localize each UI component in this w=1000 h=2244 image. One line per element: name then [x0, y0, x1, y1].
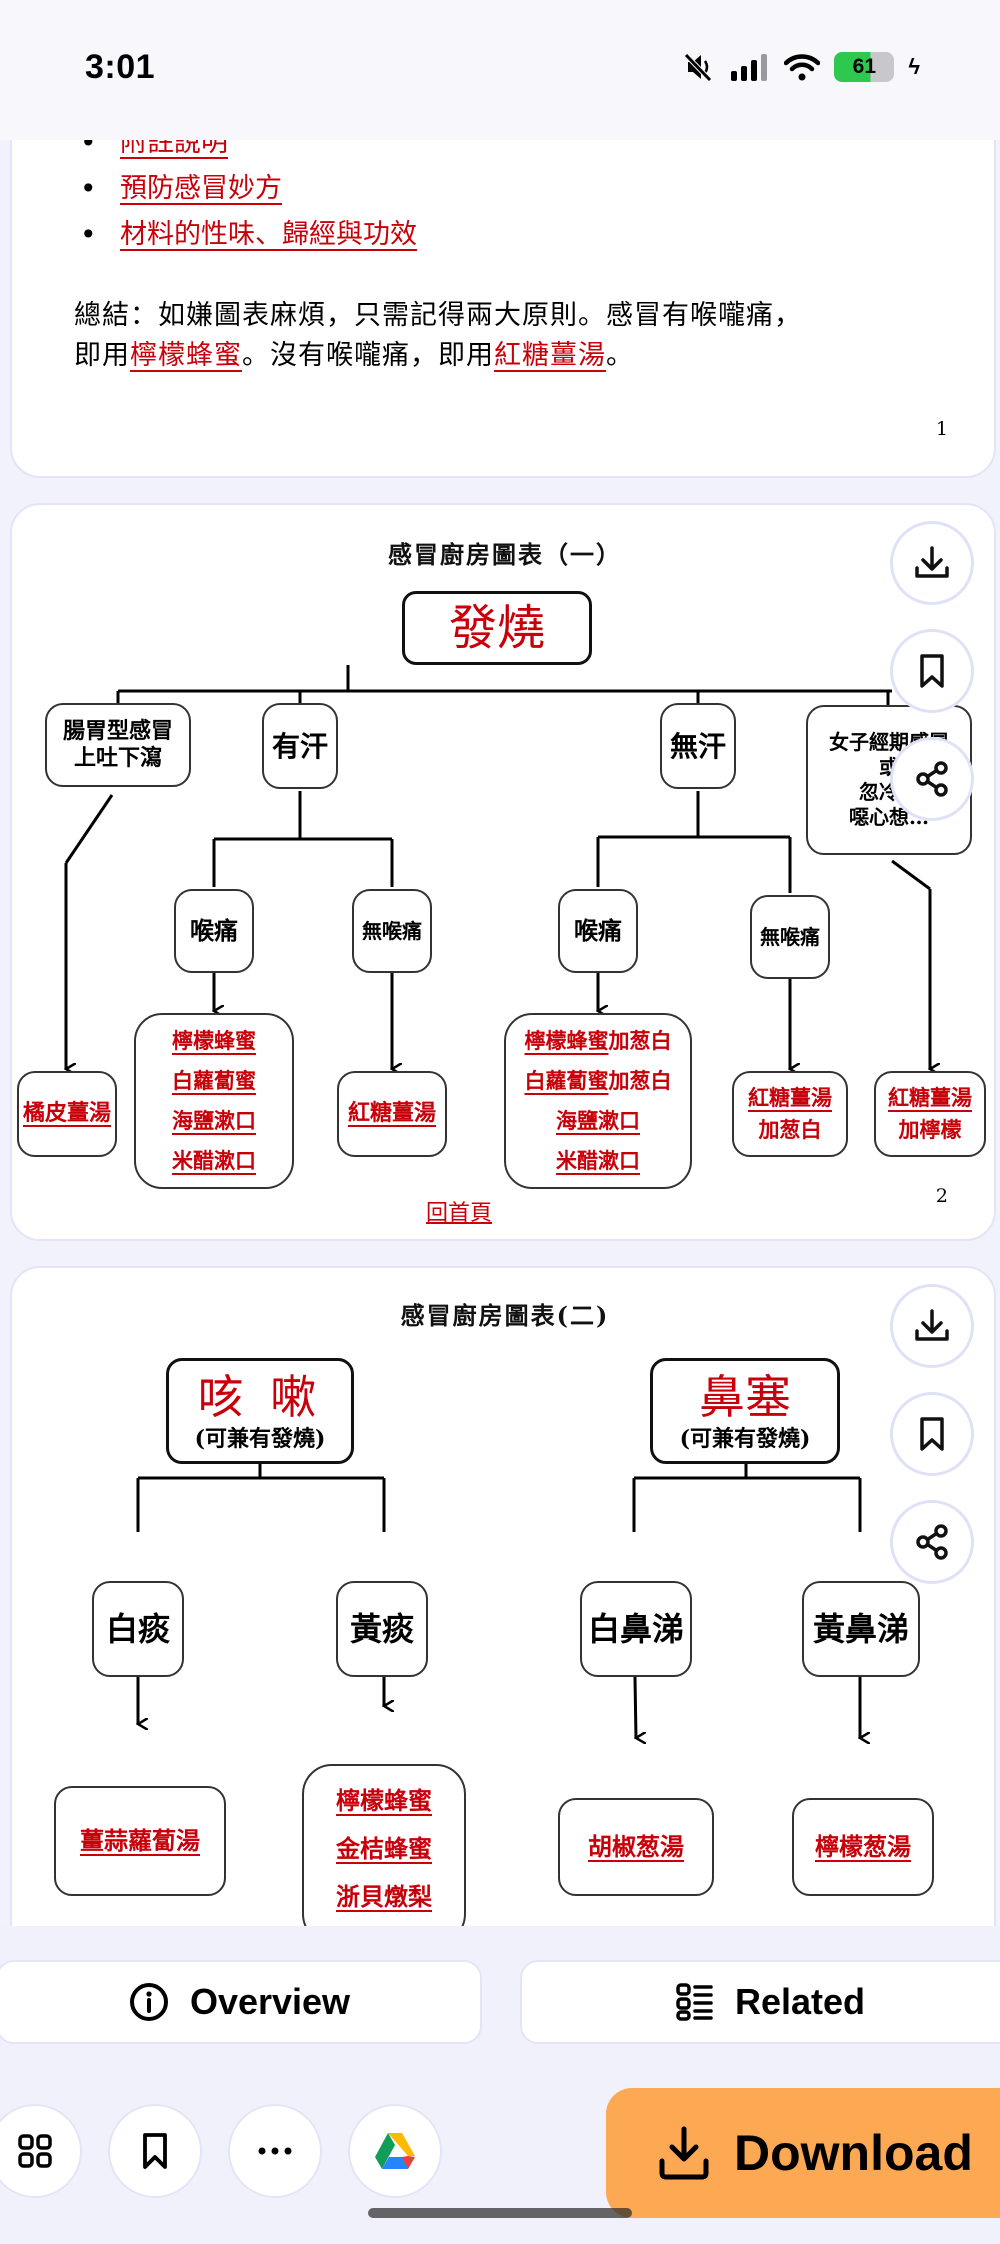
share-icon	[916, 1524, 948, 1560]
node-fever: 發燒	[402, 591, 592, 665]
summary-link-lemon-honey[interactable]: 檸檬蜂蜜	[130, 340, 242, 371]
remedy-link[interactable]: 海鹽漱口	[556, 1108, 640, 1133]
node-sore-throat: 喉痛	[174, 889, 254, 973]
signal-icon	[731, 54, 768, 81]
node-yellow-mucus: 黃鼻涕	[802, 1581, 920, 1677]
home-indicator	[368, 2208, 632, 2218]
page-share-button[interactable]	[890, 737, 974, 821]
remedy-box: 橘皮薑湯	[17, 1071, 117, 1157]
remedy-link[interactable]: 檸檬蜂蜜	[172, 1027, 256, 1053]
remedy-link[interactable]: 浙貝燉梨	[336, 1882, 432, 1911]
google-drive-button[interactable]	[348, 2104, 442, 2198]
remedy-box: 紅糖薑湯 加檸檬	[874, 1071, 986, 1157]
more-options-button[interactable]	[228, 2104, 322, 2198]
page-download-button[interactable]	[890, 1284, 974, 1368]
page-number: 2	[935, 1185, 948, 1207]
remedy-link[interactable]: 米醋漱口	[172, 1148, 256, 1174]
grid-view-button[interactable]	[0, 2104, 82, 2198]
page-bookmark-button[interactable]	[890, 1392, 974, 1476]
grid-icon	[18, 2134, 52, 2168]
remedy-link[interactable]: 橘皮薑湯	[22, 1100, 111, 1127]
bookmark-icon	[920, 654, 944, 688]
remedy-box: 胡椒葱湯	[558, 1798, 714, 1896]
overview-button[interactable]: Overview	[0, 1960, 482, 2044]
diagram-title: 感冒廚房圖表（一）	[388, 540, 622, 569]
download-icon	[915, 1309, 949, 1341]
toc-item[interactable]: 預防感冒妙方	[72, 166, 417, 212]
node-yellow-phlegm: 黃痰	[336, 1581, 428, 1677]
remedy-link[interactable]: 薑蒜蘿蔔湯	[80, 1826, 200, 1855]
node-white-phlegm: 白痰	[92, 1581, 184, 1677]
related-button[interactable]: Related	[520, 1960, 1000, 2044]
share-icon	[916, 761, 948, 797]
page-share-button[interactable]	[890, 1500, 974, 1584]
document-page-1: 附註說明 預防感冒妙方 材料的性味、歸經與功效 總結：如嫌圖表麻煩，只需記得兩大…	[10, 100, 996, 478]
diagram-connectors	[12, 665, 996, 1241]
status-time: 3:01	[85, 48, 156, 86]
remedy-link[interactable]: 白蘿蔔蜜	[172, 1067, 256, 1093]
toc-item[interactable]: 材料的性味、歸經與功效	[72, 212, 417, 258]
remedy-link[interactable]: 紅糖薑湯	[888, 1084, 972, 1110]
wifi-icon	[784, 54, 821, 81]
home-link[interactable]: 回首頁	[426, 1201, 493, 1226]
battery-icon: 61	[834, 52, 895, 82]
node-no-sweat: 無汗	[660, 703, 736, 789]
download-icon	[659, 2126, 709, 2180]
node-nasal-congestion: 鼻塞 (可兼有發燒)	[650, 1358, 840, 1464]
node-no-sore-throat: 無喉痛	[352, 889, 432, 973]
status-icons: 61 ϟ	[682, 52, 920, 82]
remedy-link[interactable]: 檸檬蜂蜜	[524, 1027, 609, 1053]
bookmark-icon	[143, 2133, 167, 2169]
status-bar: 3:01 61 ϟ	[0, 0, 1000, 140]
remedy-link[interactable]: 紅糖薑湯	[748, 1084, 832, 1110]
node-with-sweat: 有汗	[262, 703, 338, 789]
remedy-link[interactable]: 紅糖薑湯	[347, 1100, 436, 1127]
bottom-action-panel: Overview Related Download	[0, 1926, 1000, 2244]
page-number: 1	[935, 418, 948, 440]
download-icon	[915, 546, 949, 578]
bookmark-button[interactable]	[108, 2104, 202, 2198]
list-icon	[676, 1983, 713, 2021]
page-bookmark-button[interactable]	[890, 629, 974, 713]
remedy-box: 檸檬葱湯	[792, 1798, 934, 1896]
remedy-link[interactable]: 米醋漱口	[556, 1148, 640, 1174]
remedy-box: 檸檬蜂蜜 金桔蜂蜜 浙貝燉梨	[302, 1764, 466, 1926]
node-sore-throat: 喉痛	[558, 889, 638, 973]
remedy-link[interactable]: 胡椒葱湯	[588, 1832, 684, 1861]
remedy-link[interactable]: 金桔蜂蜜	[336, 1834, 432, 1863]
charging-bolt-icon: ϟ	[908, 54, 920, 79]
info-icon	[129, 1983, 168, 2021]
summary-text: 總結：如嫌圖表麻煩，只需記得兩大原則。感冒有喉嚨痛， 即用檸檬蜂蜜。沒有喉嚨痛，…	[74, 300, 802, 371]
summary-link-brown-sugar-ginger[interactable]: 紅糖薑湯	[494, 340, 606, 371]
page-download-button[interactable]	[890, 521, 974, 605]
bookmark-icon	[920, 1417, 944, 1451]
remedy-box: 檸檬蜂蜜 白蘿蔔蜜 海鹽漱口 米醋漱口	[134, 1013, 294, 1189]
remedy-box: 薑蒜蘿蔔湯	[54, 1786, 226, 1896]
google-drive-icon	[375, 2133, 415, 2169]
mute-icon	[684, 53, 713, 82]
document-page-2: 感冒廚房圖表（一）	[10, 503, 996, 1241]
node-no-sore-throat: 無喉痛	[750, 895, 830, 979]
remedy-link[interactable]: 海鹽漱口	[172, 1108, 256, 1133]
remedy-link[interactable]: 檸檬葱湯	[815, 1832, 911, 1861]
node-gastro-flu: 腸胃型感冒 上吐下瀉	[45, 703, 191, 787]
remedy-box: 紅糖薑湯 加葱白	[732, 1071, 848, 1157]
node-white-mucus: 白鼻涕	[580, 1581, 692, 1677]
diagram-title: 感冒廚房圖表(二)	[400, 1301, 610, 1330]
remedy-box: 檸檬蜂蜜加葱白 白蘿蔔蜜加葱白 海鹽漱口 米醋漱口	[504, 1013, 692, 1189]
remedy-box: 紅糖薑湯	[337, 1071, 447, 1157]
remedy-link[interactable]: 白蘿蔔蜜	[524, 1067, 609, 1093]
node-cough: 咳 嗽 (可兼有發燒)	[166, 1358, 354, 1464]
more-icon	[258, 2147, 292, 2155]
remedy-link[interactable]: 檸檬蜂蜜	[336, 1786, 432, 1815]
download-button[interactable]: Download	[606, 2088, 1000, 2218]
document-page-3: 感冒廚房圖表(二) 咳 嗽 (可兼有發燒) 鼻塞 (可兼有發燒) 白	[10, 1266, 996, 1926]
